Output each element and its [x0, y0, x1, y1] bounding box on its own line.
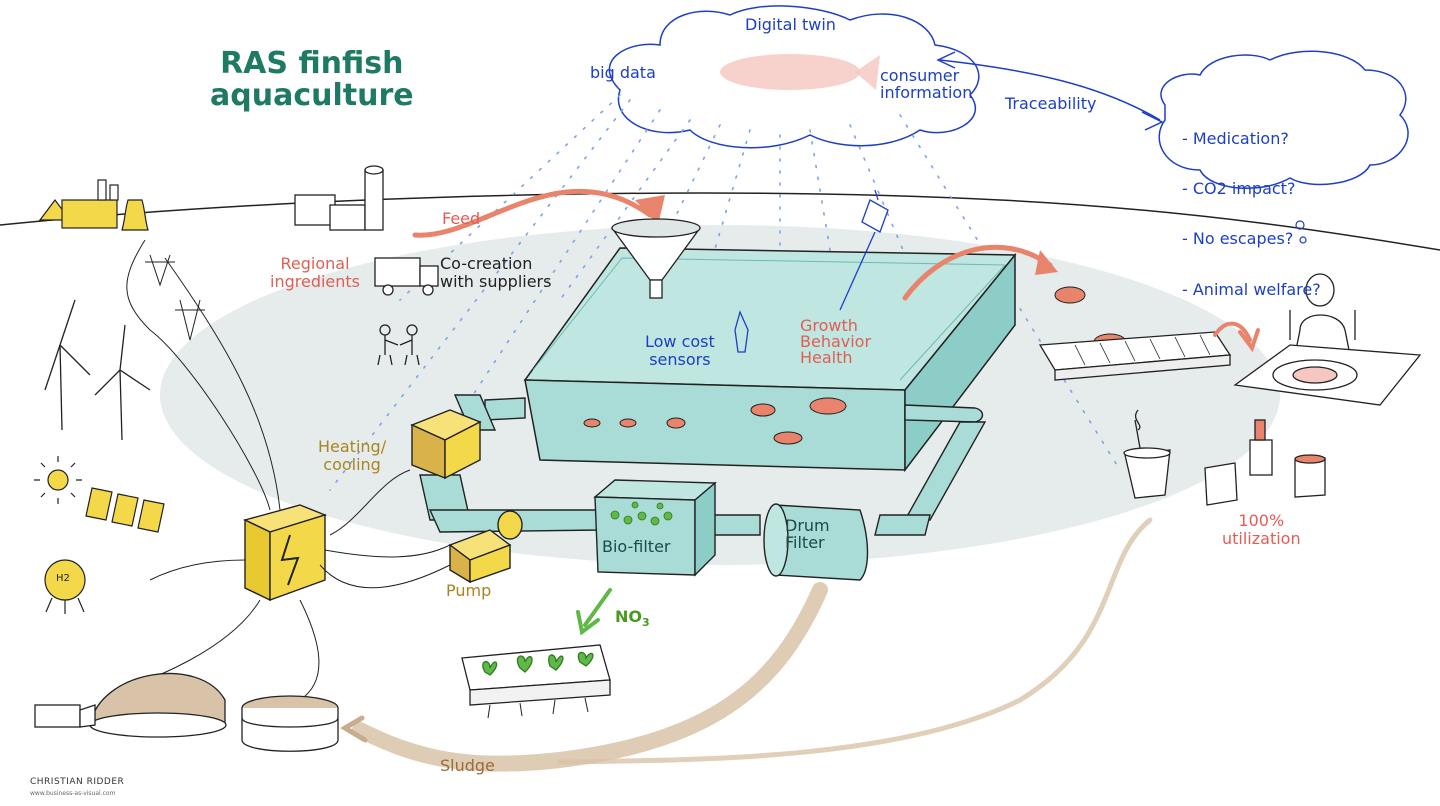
regional-line-1: Regional [280, 254, 350, 273]
hydrogen-tank-icon [44, 559, 86, 614]
pipes [419, 394, 987, 536]
traceability-label: Traceability [1005, 94, 1097, 113]
no3-text: NO [615, 607, 642, 626]
digital-twin-fish [720, 54, 860, 90]
harvest-arrow [902, 244, 1053, 301]
thought-bubble-2 [1299, 236, 1307, 244]
big-data-label: big data [590, 63, 656, 82]
behavior-line: Behavior [800, 332, 872, 351]
pump-label: Pump [446, 581, 492, 600]
truck-icon [374, 257, 439, 296]
questions-cloud [1158, 50, 1409, 189]
traceability-arrowhead-left [936, 51, 956, 69]
drum-line-1: Drum [785, 516, 830, 535]
serving-arrowhead [1238, 328, 1260, 353]
heating-line-1: Heating/ [318, 437, 387, 456]
feed-label: Feed [442, 209, 481, 228]
question-medication: - Medication? [1182, 128, 1289, 148]
harvest-arrowhead [1035, 250, 1058, 275]
no3-label: NO3 [615, 608, 650, 629]
feed-funnel [611, 218, 701, 299]
utilization-line-1: 100% [1238, 511, 1285, 530]
fish-tank [523, 247, 1017, 473]
wind-turbines [44, 299, 151, 441]
heating-cooling-unit [410, 409, 482, 480]
question-co2: - CO2 impact? [1182, 178, 1296, 198]
h2-label: H2 [56, 573, 70, 584]
no3-arrowhead [576, 610, 600, 636]
factory-icon [294, 165, 384, 231]
sensors-line-1: Low cost [645, 332, 715, 351]
title-line-2: aquaculture [210, 77, 414, 113]
power-lines [126, 239, 281, 511]
no3-arrow [583, 588, 612, 627]
title-line-1: RAS finfish [220, 46, 404, 81]
author-url: www.business-as-visual.com [30, 790, 116, 797]
dinner-table [1233, 344, 1422, 406]
horizon-line [0, 192, 1440, 251]
question-escapes: - No escapes? [1182, 229, 1294, 249]
sludge-path-2 [557, 517, 1153, 765]
solar-panels [85, 487, 165, 533]
consumer-line-2: information [880, 82, 973, 102]
digital-twin-tail [855, 55, 880, 90]
conveyor-belt [1038, 331, 1232, 381]
regional-line-2: ingredients [270, 271, 361, 291]
biogas-dome [34, 672, 227, 738]
heating-line-2: cooling [323, 454, 381, 474]
thought-bubble-1 [1295, 220, 1305, 230]
sensor-probe [734, 310, 749, 353]
feed-arrowhead [635, 195, 665, 225]
heating-cooling-label: Heating/cooling [318, 438, 386, 473]
traceability-arrow [939, 59, 1161, 121]
electrical-box [243, 504, 328, 602]
sludge-path [352, 582, 828, 772]
byproducts [1204, 419, 1326, 506]
author-signature: CHRISTIAN RIDDER [30, 777, 125, 787]
consumer-line-1: consumer [880, 66, 960, 85]
bio-filter-box [593, 479, 717, 577]
sludge-tank [241, 695, 339, 752]
no3-subscript: 3 [642, 616, 650, 630]
bio-filter-label: Bio-filter [602, 537, 671, 556]
sludge-label: Sludge [440, 756, 495, 775]
cocreation-line-2: with suppliers [440, 271, 552, 291]
growth-line: Growth [800, 316, 858, 335]
industry-icon [38, 179, 149, 231]
sensors-line-2: sensors [649, 349, 711, 369]
health-line: Health [800, 348, 853, 367]
utilization-line-2: utilization [1222, 528, 1301, 548]
utilization-label: 100%utilization [1222, 512, 1301, 547]
plant-tray [461, 644, 611, 719]
digital-twin-label: Digital twin [745, 15, 836, 34]
tank-fish [583, 397, 847, 445]
feed-arrow [412, 188, 653, 238]
drum-line-2: Filter [785, 532, 825, 552]
handshake-icon [377, 324, 420, 366]
waste-bin [1123, 409, 1171, 499]
questions-list: - Medication? - CO2 impact? - No escapes… [1182, 97, 1321, 315]
serving-arrow [1213, 321, 1252, 342]
camera-sensor [839, 189, 889, 311]
sun-icon [34, 456, 82, 504]
pump-unit [448, 510, 523, 584]
traceability-arrowhead-right [1141, 111, 1164, 131]
question-welfare: - Animal welfare? [1182, 279, 1321, 299]
cocreation-line-1: Co-creation [440, 254, 533, 273]
drum-filter [763, 503, 869, 581]
consumer-person [1289, 273, 1356, 356]
sludge-arrow-head [340, 715, 368, 743]
